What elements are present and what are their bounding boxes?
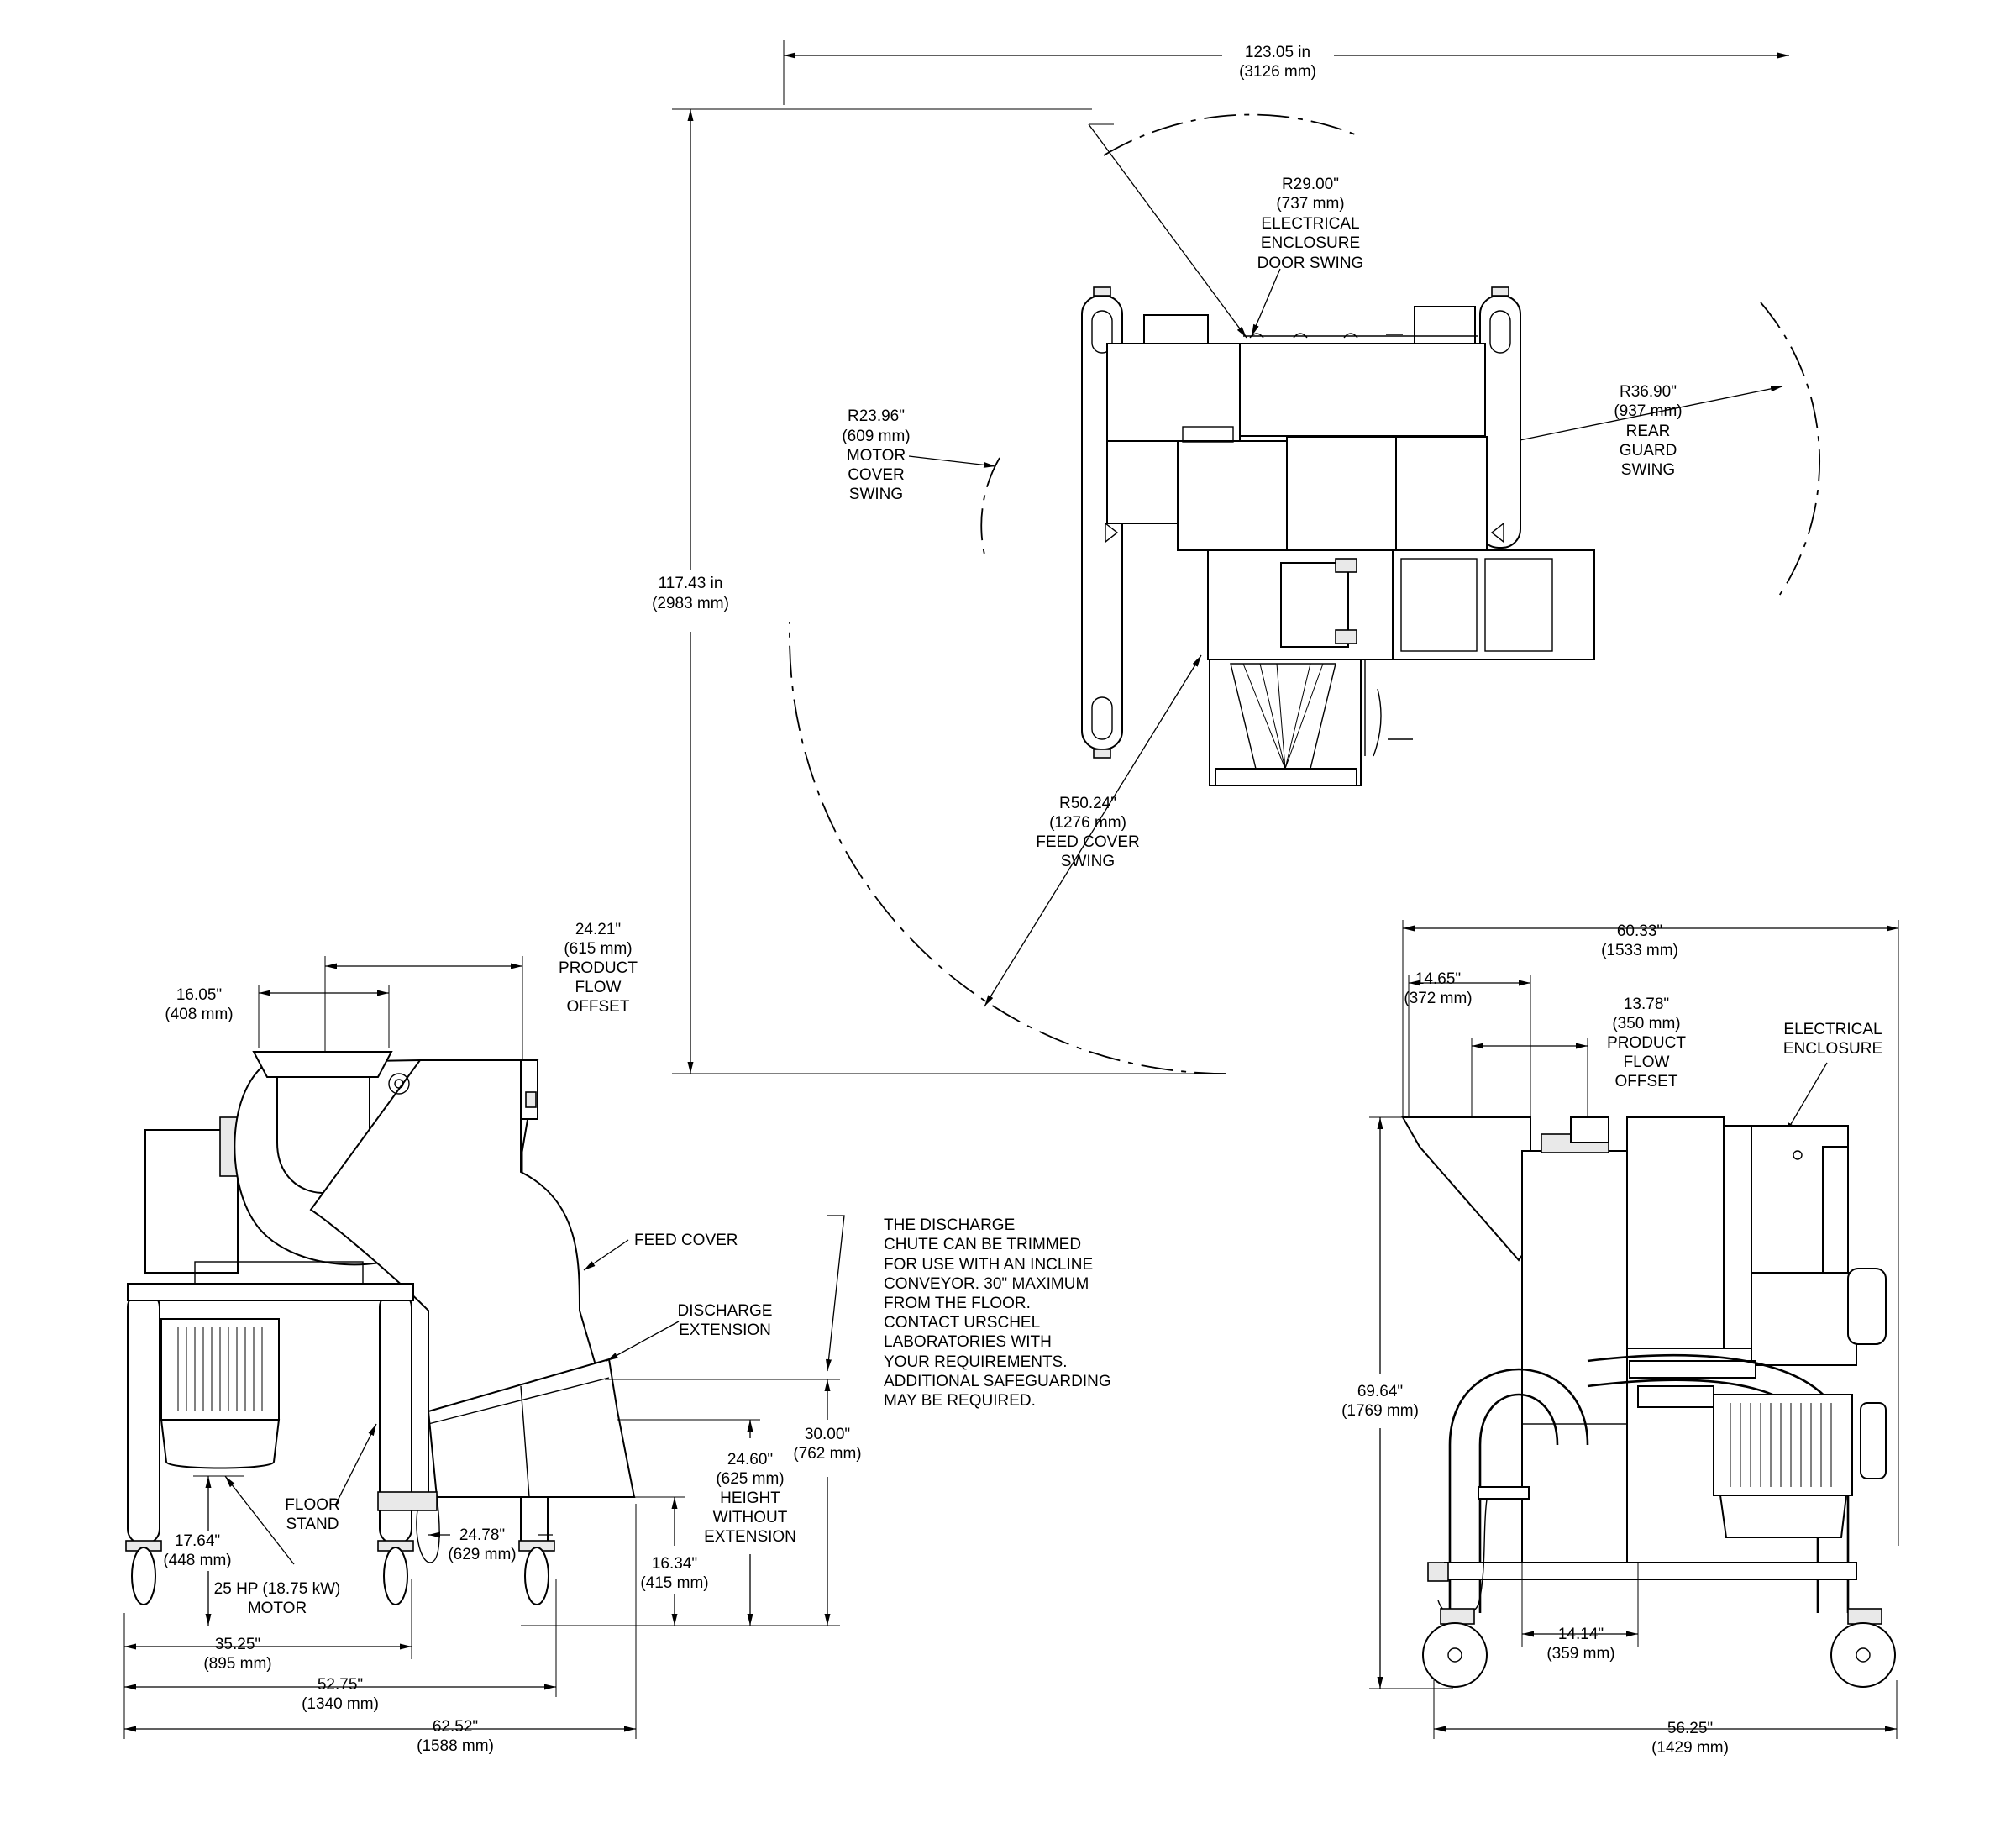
offset-13-label: 13.78" (350 mm) PRODUCT FLOW OFFSET xyxy=(1607,996,1686,1090)
width-35-label: 35.25" xyxy=(215,1636,260,1653)
width-16-label: 16.05" xyxy=(176,986,222,1004)
svg-text:FOR USE WITH AN INCLINE: FOR USE WITH AN INCLINE xyxy=(884,1256,1093,1274)
svg-text:SWING: SWING xyxy=(849,486,903,503)
rear-guard-swing-label: R36.90" (937 mm) REAR GUARD SWING xyxy=(1614,383,1682,479)
motor-swing-label: R23.96" (609 mm) MOTOR COVER SWING xyxy=(842,407,910,503)
svg-text:(937 mm): (937 mm) xyxy=(1614,402,1682,420)
discharge-extension-label: DISCHARGE xyxy=(678,1302,773,1320)
svg-text:LABORATORIES WITH: LABORATORIES WITH xyxy=(884,1333,1052,1351)
svg-text:CHUTE CAN BE TRIMMED: CHUTE CAN BE TRIMMED xyxy=(884,1236,1081,1253)
svg-text:OFFSET: OFFSET xyxy=(1615,1073,1678,1090)
width-14-65-label: 14.65" xyxy=(1415,970,1461,988)
height-17-label: 17.64" xyxy=(175,1532,220,1550)
width-14-65-mm-label: (372 mm) xyxy=(1404,990,1472,1007)
svg-text:DOOR SWING: DOOR SWING xyxy=(1257,255,1364,272)
door-swing-label: R29.00" (737 mm) ELECTRICAL ENCLOSURE DO… xyxy=(1257,176,1364,272)
svg-text:COVER: COVER xyxy=(848,466,905,484)
discharge-note: THE DISCHARGE CHUTE CAN BE TRIMMED FOR U… xyxy=(884,1216,1111,1410)
svg-text:WITHOUT: WITHOUT xyxy=(713,1509,788,1526)
top-view: 123.05 in (3126 mm) 117.43 in (2983 mm) … xyxy=(652,40,1820,1074)
width-60-mm-label: (1533 mm) xyxy=(1601,942,1678,959)
side-view: 24.21" (615 mm) PRODUCT FLOW OFFSET 16.0… xyxy=(123,921,1111,1755)
depth-24-label: 24.78" xyxy=(459,1526,505,1544)
svg-text:OFFSET: OFFSET xyxy=(567,998,630,1016)
height-69-label: 69.64" xyxy=(1357,1383,1403,1400)
depth-117-label: 117.43 in xyxy=(659,575,723,592)
svg-text:MOTOR: MOTOR xyxy=(847,447,906,465)
svg-text:(350 mm): (350 mm) xyxy=(1612,1015,1680,1032)
svg-text:PRODUCT: PRODUCT xyxy=(1607,1034,1686,1052)
width-52-mm-label: (1340 mm) xyxy=(302,1695,379,1713)
depth-117-mm-label: (2983 mm) xyxy=(652,595,729,612)
svg-text:YOUR REQUIREMENTS.: YOUR REQUIREMENTS. xyxy=(884,1353,1068,1371)
floor-stand-label-2: STAND xyxy=(286,1516,339,1533)
width-62-label: 62.52" xyxy=(433,1718,478,1736)
svg-text:(615 mm): (615 mm) xyxy=(564,940,632,958)
svg-text:R29.00": R29.00" xyxy=(1282,176,1339,193)
svg-text:EXTENSION: EXTENSION xyxy=(704,1528,796,1546)
svg-text:24.21": 24.21" xyxy=(575,921,621,938)
svg-text:FLOW: FLOW xyxy=(1624,1053,1670,1071)
motor-label-2: MOTOR xyxy=(248,1600,307,1617)
motor-label: 25 HP (18.75 kW) xyxy=(214,1580,341,1598)
svg-text:(737 mm): (737 mm) xyxy=(1276,195,1344,213)
svg-text:(625 mm): (625 mm) xyxy=(716,1470,784,1488)
feed-cover-label: FEED COVER xyxy=(634,1232,738,1249)
svg-text:R50.24": R50.24" xyxy=(1059,795,1116,812)
svg-text:FLOW: FLOW xyxy=(575,979,622,996)
svg-text:SWING: SWING xyxy=(1621,461,1675,479)
svg-text:SWING: SWING xyxy=(1061,853,1115,870)
width-123-mm-label: (3126 mm) xyxy=(1239,63,1316,81)
electrical-enclosure-label-2: ENCLOSURE xyxy=(1783,1040,1882,1058)
svg-text:R36.90": R36.90" xyxy=(1620,383,1677,401)
svg-text:MAY BE REQUIRED.: MAY BE REQUIRED. xyxy=(884,1392,1036,1410)
width-16-mm-label: (408 mm) xyxy=(165,1006,233,1023)
machine-front-drawing xyxy=(1401,1116,1896,1688)
front-view: 60.33" (1533 mm) 14.65" (372 mm) 13.78" … xyxy=(1341,920,1899,1757)
machine-side-drawing xyxy=(125,1051,636,1605)
width-56-mm-label: (1429 mm) xyxy=(1651,1739,1729,1757)
svg-text:ADDITIONAL SAFEGUARDING: ADDITIONAL SAFEGUARDING xyxy=(884,1373,1111,1390)
svg-text:ELECTRICAL: ELECTRICAL xyxy=(1261,215,1359,233)
height-30-label: 30.00" xyxy=(805,1426,850,1443)
svg-text:FROM THE FLOOR.: FROM THE FLOOR. xyxy=(884,1295,1031,1312)
width-62-mm-label: (1588 mm) xyxy=(417,1737,494,1755)
floor-stand-label: FLOOR xyxy=(285,1496,339,1514)
height-17-mm-label: (448 mm) xyxy=(163,1552,231,1569)
svg-text:24.60": 24.60" xyxy=(727,1451,773,1468)
height-24-label: 24.60" (625 mm) HEIGHT WITHOUT EXTENSION xyxy=(704,1451,796,1546)
width-14-14-label: 14.14" xyxy=(1558,1626,1604,1643)
svg-text:R23.96": R23.96" xyxy=(848,407,905,425)
svg-text:THE DISCHARGE: THE DISCHARGE xyxy=(884,1216,1015,1234)
svg-text:PRODUCT: PRODUCT xyxy=(559,959,638,977)
height-16-label: 16.34" xyxy=(652,1555,697,1573)
svg-text:ENCLOSURE: ENCLOSURE xyxy=(1261,234,1360,252)
svg-text:GUARD: GUARD xyxy=(1620,442,1677,460)
width-56-label: 56.25" xyxy=(1667,1720,1713,1737)
svg-text:REAR: REAR xyxy=(1626,423,1671,440)
discharge-extension-label-2: EXTENSION xyxy=(679,1321,771,1339)
width-60-label: 60.33" xyxy=(1617,922,1662,940)
svg-text:FEED COVER: FEED COVER xyxy=(1036,833,1140,851)
svg-text:13.78": 13.78" xyxy=(1624,996,1669,1013)
feed-cover-swing-label: R50.24" (1276 mm) FEED COVER SWING xyxy=(1036,795,1140,870)
width-52-label: 52.75" xyxy=(318,1676,363,1694)
svg-text:HEIGHT: HEIGHT xyxy=(720,1489,780,1507)
height-69-mm-label: (1769 mm) xyxy=(1341,1402,1419,1420)
electrical-enclosure-label: ELECTRICAL xyxy=(1783,1021,1882,1038)
svg-text:(1276 mm): (1276 mm) xyxy=(1049,814,1126,832)
svg-text:CONVEYOR. 30" MAXIMUM: CONVEYOR. 30" MAXIMUM xyxy=(884,1275,1089,1293)
height-30-mm-label: (762 mm) xyxy=(793,1445,861,1463)
svg-text:(609 mm): (609 mm) xyxy=(842,428,910,445)
svg-text:CONTACT URSCHEL: CONTACT URSCHEL xyxy=(884,1314,1040,1332)
width-14-14-mm-label: (359 mm) xyxy=(1546,1645,1614,1663)
width-35-mm-label: (895 mm) xyxy=(203,1655,271,1673)
depth-24-mm-label: (629 mm) xyxy=(448,1546,516,1563)
height-16-mm-label: (415 mm) xyxy=(640,1574,708,1592)
offset-24-label: 24.21" (615 mm) PRODUCT FLOW OFFSET xyxy=(559,921,638,1016)
width-123-label: 123.05 in xyxy=(1245,44,1310,61)
machine-plan-drawing xyxy=(1081,286,1595,786)
